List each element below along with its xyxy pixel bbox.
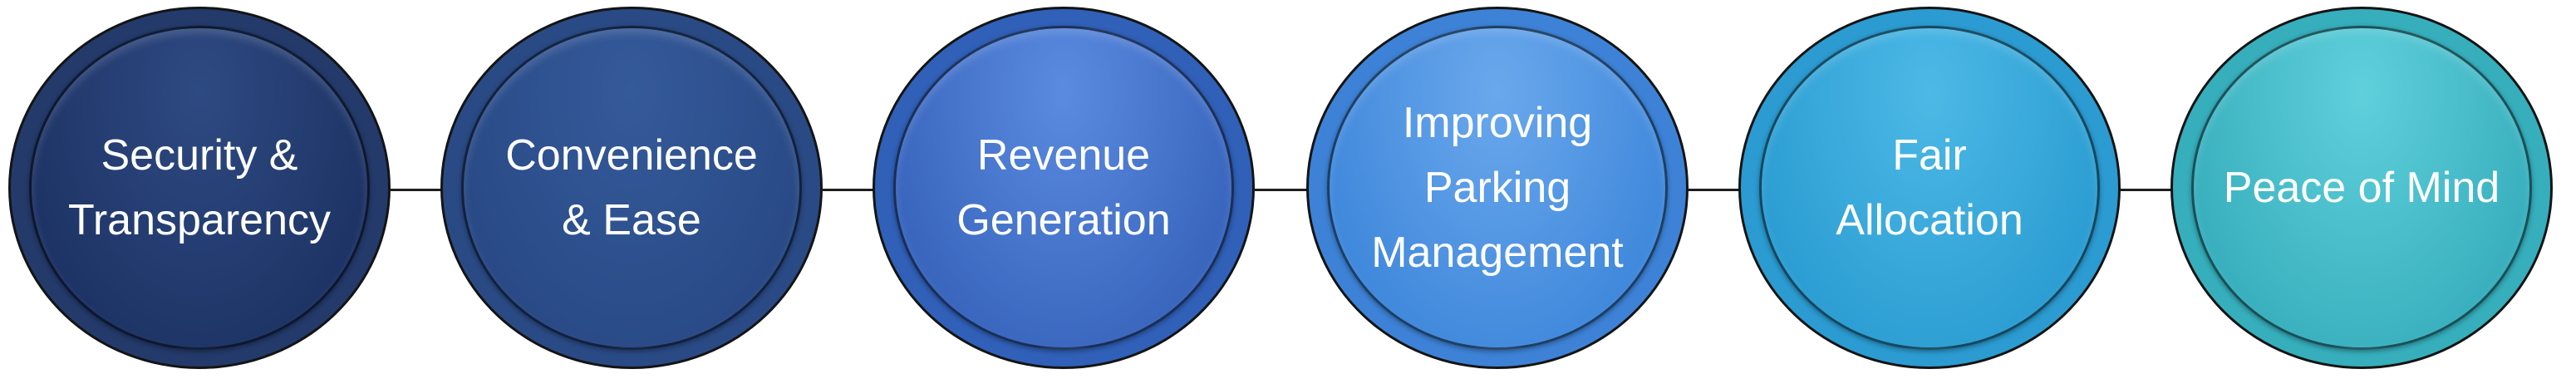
circle-inner xyxy=(461,26,802,350)
circle-outer: Fair Allocation xyxy=(1738,7,2121,369)
connector-line xyxy=(1255,189,1315,191)
node-label: Fair Allocation xyxy=(1836,131,2023,244)
circle-inner xyxy=(2191,26,2532,350)
circle-inner xyxy=(1327,26,1668,350)
circle-outer: Improving Parking Management xyxy=(1306,7,1689,369)
node-label: Improving Parking Management xyxy=(1371,99,1624,277)
circle-node-security: Security & Transparency xyxy=(8,7,394,372)
circle-inner xyxy=(29,26,370,350)
node-label: Revenue Generation xyxy=(956,131,1171,244)
connector-line xyxy=(2119,189,2179,191)
circle-inner xyxy=(893,26,1234,350)
circle-node-peace: Peace of Mind xyxy=(2170,7,2556,372)
circle-outer: Convenience & Ease xyxy=(440,7,823,369)
circle-node-parking: Improving Parking Management xyxy=(1306,7,1692,372)
node-label: Peace of Mind xyxy=(2223,164,2500,212)
circle-node-convenience: Convenience & Ease xyxy=(440,7,826,372)
circle-outer: Peace of Mind xyxy=(2170,7,2553,369)
connector-line xyxy=(1687,189,1747,191)
circle-node-revenue: Revenue Generation xyxy=(873,7,1258,372)
circle-outer: Revenue Generation xyxy=(873,7,1255,369)
node-label: Security & Transparency xyxy=(68,131,331,244)
circle-inner xyxy=(1759,26,2100,350)
connector-line xyxy=(823,189,881,191)
connector-line xyxy=(391,189,449,191)
node-label: Convenience & Ease xyxy=(505,131,758,244)
circle-node-fair: Fair Allocation xyxy=(1738,7,2124,372)
circle-outer: Security & Transparency xyxy=(8,7,391,369)
